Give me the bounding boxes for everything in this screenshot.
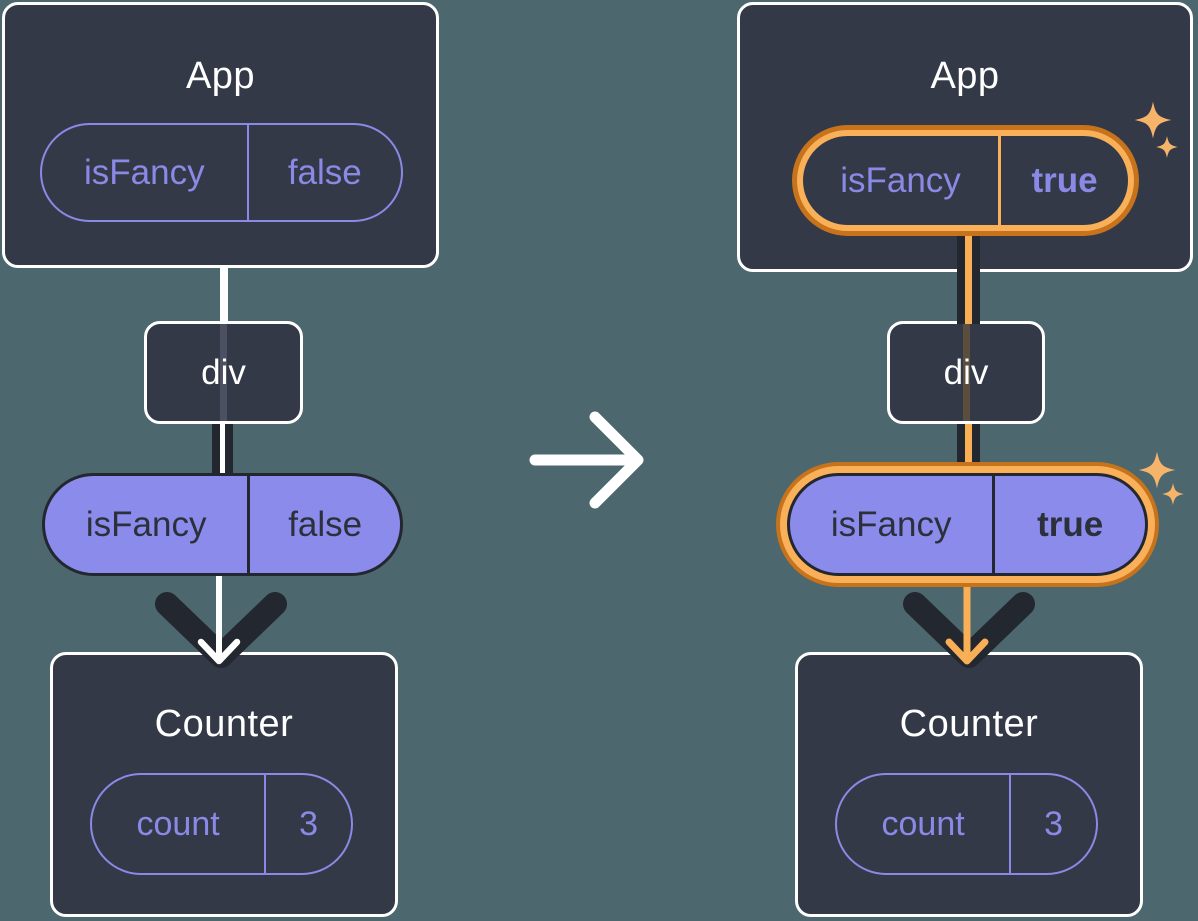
div-wrapper-box-after: div (887, 321, 1045, 424)
counter-title: Counter (899, 703, 1039, 745)
connector-stripe (965, 236, 972, 324)
state-name: isFancy (84, 152, 205, 192)
arrow-tip (197, 638, 241, 665)
connector-stripe (965, 421, 972, 476)
state-value: false (246, 125, 401, 220)
counter-state-pill-before: count 3 (90, 773, 353, 875)
counter-component-box-after: Counter count 3 (795, 652, 1143, 917)
prop-value: true (992, 476, 1145, 573)
arrow-head (589, 411, 644, 509)
connector-stripe (220, 421, 225, 476)
prop-pass-arrow-before (155, 572, 287, 668)
div-label: div (201, 352, 246, 392)
app-component-box-after: App isFancy true (737, 2, 1193, 272)
sparkle-icon (1156, 136, 1178, 158)
app-component-box-before: App isFancy false (2, 2, 439, 268)
connector-div-to-prop-before (212, 421, 233, 476)
connector-app-to-div-after (957, 236, 980, 324)
prop-pass-arrow-after (903, 572, 1035, 668)
state-name: count (136, 804, 220, 843)
arrow-tip (945, 638, 989, 665)
state-value: true (998, 136, 1128, 225)
prop-name: isFancy (830, 504, 952, 544)
prop-pill-after: isFancy true (787, 473, 1148, 576)
counter-title: Counter (154, 703, 294, 745)
prop-name: isFancy (85, 504, 207, 544)
div-label: div (943, 352, 989, 392)
app-state-pill-after: isFancy true (797, 130, 1134, 231)
app-state-pill-before: isFancy false (40, 123, 403, 222)
counter-state-pill-after: count 3 (835, 773, 1098, 875)
div-wrapper-box-before: div (144, 321, 303, 424)
connector-app-to-div-before (220, 263, 228, 325)
state-value: 3 (1009, 775, 1096, 873)
sparkle-icon (1138, 451, 1176, 489)
app-title: App (930, 55, 1000, 97)
prop-pill-before: isFancy false (42, 473, 403, 576)
prop-value: false (247, 476, 400, 573)
div-pass-through-line (220, 324, 227, 421)
sparkle-icon (1134, 101, 1172, 139)
transition-arrow-icon (529, 411, 644, 509)
state-name: isFancy (840, 160, 961, 200)
sparkle-icon (1162, 483, 1184, 505)
app-title: App (185, 55, 256, 97)
div-pass-through-line (962, 324, 970, 421)
state-name: count (881, 804, 965, 843)
connector-div-to-prop-after (957, 421, 980, 476)
state-value: 3 (264, 775, 351, 873)
counter-component-box-before: Counter count 3 (50, 652, 398, 917)
